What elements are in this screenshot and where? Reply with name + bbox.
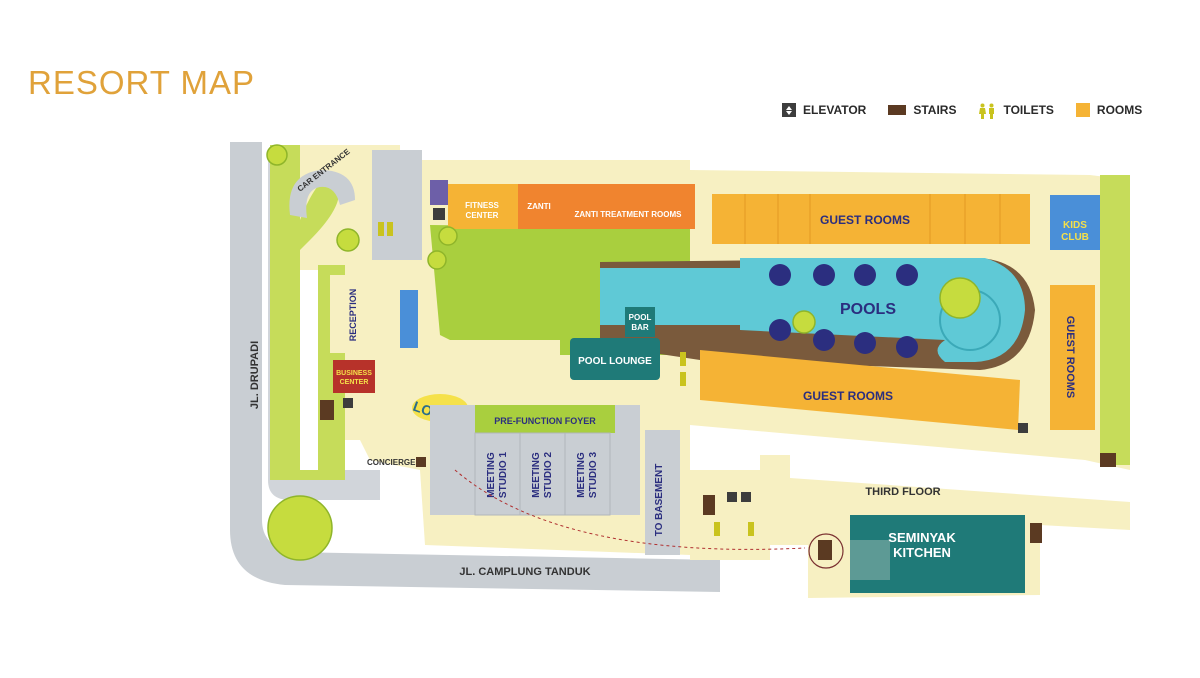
spa-block — [430, 180, 695, 229]
legend-elevator-label: ELEVATOR — [803, 103, 867, 117]
kids-club-label-2: CLUB — [1061, 232, 1089, 243]
guest-rooms-top-label: GUEST ROOMS — [820, 213, 910, 227]
jl-drupadi-label: JL. DRUPADI — [249, 341, 261, 409]
pool-bar-label-1: POOL — [629, 313, 652, 322]
stairs-markers — [320, 400, 1116, 543]
legend-rooms-label: ROOMS — [1096, 103, 1143, 117]
guest-rooms-right-label: GUEST ROOMS — [1064, 316, 1076, 399]
concierge-marker — [416, 457, 426, 467]
seminyak-kitchen-label-1[interactable]: SEMINYAK — [888, 530, 956, 545]
meeting-studio-1-label-b: STUDIO 1 — [498, 452, 509, 499]
meeting-studio-3-label-b: STUDIO 3 — [588, 452, 599, 499]
pre-function-foyer-label[interactable]: PRE-FUNCTION FOYER — [494, 416, 596, 426]
pool-umbrellas — [769, 264, 918, 358]
elevator-markers — [343, 208, 1028, 502]
pool-bar-block[interactable] — [625, 307, 655, 337]
reception-block[interactable] — [330, 275, 375, 353]
concierge-label: CONCIERGE — [367, 458, 416, 467]
to-basement-label[interactable]: TO BASEMENT — [654, 464, 665, 537]
pool-deck — [600, 258, 1035, 370]
third-floor-stairs-icon — [818, 540, 832, 560]
guest-rooms-right-block — [1050, 285, 1095, 430]
third-floor-label: THIRD FLOOR — [865, 486, 940, 498]
legend-toilets: TOILETS — [978, 103, 1054, 119]
meeting-studio-2-label-a[interactable]: MEETING — [531, 452, 542, 498]
business-center-label-1: BUSINESS — [336, 370, 372, 377]
meeting-studio-3-label-a[interactable]: MEETING — [576, 452, 587, 498]
business-center-label-2: CENTER — [340, 379, 369, 386]
legend-stairs: STAIRS — [888, 103, 956, 117]
fitness-label-2: CENTER — [466, 211, 499, 220]
toilet-markers — [378, 222, 754, 536]
guest-rooms-bottom-block — [700, 350, 1020, 430]
business-center-block[interactable] — [333, 360, 375, 393]
legend-elevator: ELEVATOR — [782, 103, 866, 117]
rooms-swatch-icon — [1075, 103, 1090, 117]
map-legend: ELEVATOR STAIRS TOILETS ROOMS — [782, 103, 1164, 119]
pool-lounge-label: POOL LOUNGE — [578, 356, 652, 367]
elevator-icon — [782, 103, 796, 117]
reception-label: RECEPTION — [348, 289, 358, 342]
zanti-treatment-label: ZANTI TREATMENT ROOMS — [575, 210, 683, 219]
reception-water-feature — [400, 290, 418, 348]
trees — [266, 144, 981, 561]
fitness-label-1: FITNESS — [465, 201, 499, 210]
seminyak-kitchen-label-2: KITCHEN — [893, 545, 951, 560]
legend-stairs-label: STAIRS — [913, 103, 957, 117]
guest-rooms-top-block — [712, 194, 1030, 244]
legend-rooms: ROOMS — [1075, 103, 1143, 117]
route-arrow — [454, 469, 806, 550]
building-grey — [372, 150, 422, 260]
meeting-studio-1-label-a[interactable]: MEETING — [486, 452, 497, 498]
kids-club-block[interactable] — [1050, 195, 1100, 250]
third-floor-stairs-highlight — [808, 533, 844, 569]
page-title: RESORT MAP — [28, 64, 255, 101]
toilet-icon — [978, 103, 996, 119]
third-floor-plan — [690, 455, 1130, 598]
pool-lounge-block[interactable] — [570, 338, 660, 380]
legend-toilets-label: TOILETS — [1003, 103, 1054, 117]
kids-club-label-1: KIDS — [1063, 220, 1087, 231]
guest-rooms-bottom-label: GUEST ROOMS — [803, 389, 893, 403]
pools-label[interactable]: POOLS — [840, 301, 896, 318]
zanti-label: ZANTI — [527, 202, 551, 211]
meeting-block — [430, 405, 640, 516]
jl-camplung-label: JL. CAMPLUNG TANDUK — [459, 566, 590, 578]
basement-ramp — [645, 430, 680, 555]
meeting-studio-2-label-b: STUDIO 2 — [543, 452, 554, 499]
pool-bar-label-2: BAR — [631, 323, 649, 332]
stairs-icon — [888, 105, 907, 115]
